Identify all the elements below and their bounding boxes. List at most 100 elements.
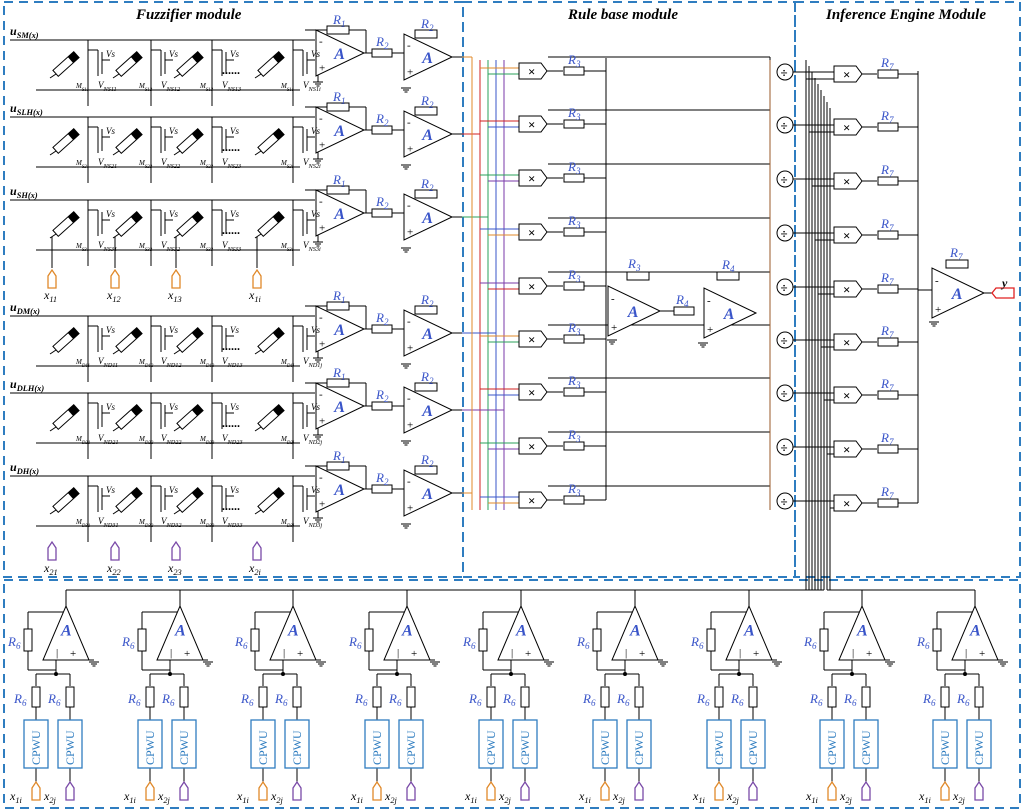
divider-block: ÷ bbox=[776, 331, 794, 349]
ground-symbol bbox=[998, 661, 1008, 667]
op-amp-2: A-+ bbox=[403, 386, 454, 434]
multiplier-block: × bbox=[518, 277, 548, 295]
memristor-polarity bbox=[191, 404, 204, 416]
op-amp-2: A-+ bbox=[403, 469, 454, 517]
cpwu-block bbox=[250, 719, 276, 769]
cpwu-box bbox=[3, 579, 1021, 809]
ellipsis: ...... bbox=[222, 223, 240, 237]
resistor-r2b bbox=[414, 189, 438, 199]
vn-label: VNS3i bbox=[303, 240, 321, 253]
vn-label: VND21 bbox=[98, 433, 119, 446]
resistor-r6 bbox=[406, 686, 416, 708]
ellipsis: ...... bbox=[222, 140, 240, 154]
cpwu-label: CPWU bbox=[290, 730, 304, 765]
r2-label: R2 bbox=[420, 292, 434, 309]
op-amp-2: A-+ bbox=[403, 33, 454, 81]
memristor-id-label: MS12 bbox=[138, 82, 153, 93]
cpwu-input-label: x1i bbox=[9, 789, 23, 805]
svg-text:|: | bbox=[56, 647, 58, 659]
amp-label: A bbox=[333, 482, 345, 499]
input-terminal-icon bbox=[748, 780, 758, 801]
divider-block: ÷ bbox=[776, 116, 794, 134]
op-amp-cpwu: A|+ bbox=[269, 604, 317, 661]
membership-label: uSLH(x) bbox=[10, 101, 43, 117]
inference-box bbox=[794, 1, 1021, 578]
cpwu-block bbox=[706, 719, 732, 769]
membership-label: uSH(x) bbox=[10, 184, 38, 200]
ground-symbol bbox=[313, 517, 323, 523]
r6-label: R6 bbox=[354, 691, 368, 708]
memristor-id-label: MS31 bbox=[75, 242, 89, 253]
ground-symbol bbox=[401, 247, 411, 253]
ground-symbol bbox=[89, 661, 99, 667]
op-amp-cpwu: A|+ bbox=[838, 604, 886, 661]
ellipsis: ...... bbox=[222, 499, 240, 513]
resistor-r2 bbox=[371, 484, 393, 494]
memristor-polarity bbox=[67, 327, 80, 339]
svg-text:+: + bbox=[407, 66, 413, 78]
cpwu-block bbox=[478, 719, 504, 769]
r2-label: R2 bbox=[375, 387, 389, 404]
r7-label: R7 bbox=[880, 484, 894, 501]
input-terminal-icon bbox=[372, 780, 382, 801]
input-x2-label: x23 bbox=[167, 561, 182, 577]
r6-label: R6 bbox=[696, 691, 710, 708]
input-terminal-icon bbox=[179, 780, 189, 801]
op-amp-1: A-+ bbox=[315, 106, 366, 154]
resistor-r1 bbox=[326, 378, 350, 388]
vn-label: VND22 bbox=[161, 433, 182, 446]
op-amp-r4: A-+ bbox=[703, 287, 758, 339]
resistor-r7 bbox=[877, 337, 899, 347]
r6-label: R6 bbox=[616, 691, 630, 708]
memristor-polarity bbox=[272, 487, 285, 499]
amp-label: A bbox=[515, 623, 527, 640]
multiply-symbol: × bbox=[843, 120, 850, 135]
memristor-id-label: MS21 bbox=[75, 159, 89, 170]
multiply-symbol: × bbox=[843, 174, 850, 189]
resistor-r6 bbox=[364, 628, 374, 652]
memristor-id-label: MD1j bbox=[280, 358, 295, 369]
svg-text:-: - bbox=[407, 476, 411, 488]
r3-label: R3 bbox=[567, 481, 581, 498]
multiplier-block: × bbox=[518, 330, 548, 348]
resistor-r2 bbox=[371, 324, 393, 334]
cpwu-block bbox=[966, 719, 992, 769]
multiplier-block: × bbox=[518, 383, 548, 401]
cpwu-label: CPWU bbox=[484, 730, 498, 765]
resistor-r7 bbox=[877, 122, 899, 132]
resistor-r4 bbox=[673, 306, 695, 316]
input-terminal-icon bbox=[110, 540, 120, 561]
memristor-cell bbox=[52, 127, 80, 155]
memristor-id-label: MS3i bbox=[280, 242, 294, 253]
multiplier-block: × bbox=[518, 115, 548, 133]
r4-label: R4 bbox=[675, 292, 689, 309]
op-amp-1: A-+ bbox=[315, 29, 366, 77]
memristor-polarity bbox=[67, 404, 80, 416]
vs-label: Vs bbox=[169, 49, 178, 59]
divide-symbol: ÷ bbox=[781, 494, 788, 509]
amp-label: A bbox=[629, 623, 641, 640]
r1-label: R1 bbox=[332, 12, 346, 29]
vs-label: Vs bbox=[311, 485, 320, 495]
r6-label: R6 bbox=[582, 691, 596, 708]
cpwu-input-label: x2j bbox=[952, 789, 966, 805]
resistor-r1 bbox=[326, 461, 350, 471]
svg-text:+: + bbox=[297, 648, 303, 660]
r6-label: R6 bbox=[13, 691, 27, 708]
ellipsis: ...... bbox=[222, 339, 240, 353]
r6-label: R6 bbox=[348, 634, 362, 651]
vn-label: VND3j bbox=[303, 516, 322, 529]
r2-label: R2 bbox=[420, 369, 434, 386]
r7-label: R7 bbox=[880, 323, 894, 340]
cpwu-input-label: x2j bbox=[498, 789, 512, 805]
op-amp-cpwu: A|+ bbox=[611, 604, 659, 661]
resistor-r7 bbox=[877, 390, 899, 400]
cpwu-input-label: x1i bbox=[123, 789, 137, 805]
amp-label: A bbox=[333, 46, 345, 63]
vn-label: VNS2i bbox=[303, 157, 321, 170]
input-terminal-icon bbox=[252, 540, 262, 561]
membership-label: uSM(x) bbox=[10, 24, 39, 40]
op-amp-sum: A-+ bbox=[607, 285, 662, 337]
resistor-r2 bbox=[371, 208, 393, 218]
amp-label: A bbox=[333, 123, 345, 140]
